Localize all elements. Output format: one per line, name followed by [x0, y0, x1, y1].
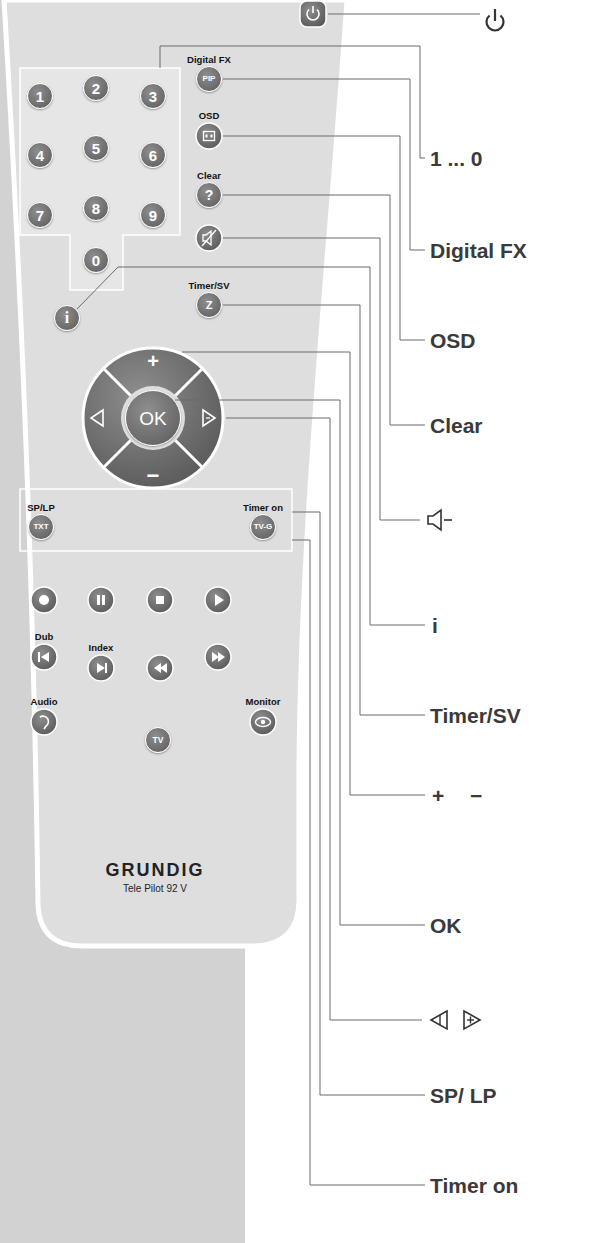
remote-button: TV: [145, 727, 171, 753]
button-heading: Digital FX: [187, 55, 231, 65]
button-label: Z: [206, 300, 213, 311]
remote-body: [4, 0, 347, 946]
button-label: TV-G: [254, 523, 273, 531]
button-heading: OSD: [199, 111, 220, 121]
icon-buttons: [31, 123, 276, 735]
remote-button: Timer onTV-G: [250, 514, 276, 540]
button-label: 2: [92, 81, 100, 96]
remote-button: 9: [140, 202, 166, 228]
button-label: 3: [149, 89, 157, 104]
remote-button: 4: [27, 142, 53, 168]
button-heading: Dub: [35, 632, 53, 642]
button-label: 5: [92, 141, 100, 156]
callout-symbols: [428, 9, 504, 1029]
pad-symbol: +: [147, 351, 159, 371]
callout-label: OSD: [430, 330, 476, 351]
button-heading: SP/LP: [27, 503, 54, 513]
leader-lines: [77, 14, 480, 1185]
remote-button: Audio: [31, 709, 57, 735]
callout-label: +: [432, 785, 444, 806]
brand-name: GRUNDIG: [106, 861, 205, 879]
remote-button: SP/LPTXT: [28, 514, 54, 540]
button-icons: [38, 132, 271, 730]
remote-button: Timer/SVZ: [196, 292, 222, 318]
callout-label: OK: [430, 915, 462, 936]
button-label: 4: [36, 148, 44, 163]
button-label: 1: [36, 89, 44, 104]
callout-label: SP/ LP: [430, 1085, 497, 1106]
button-label: 6: [149, 148, 157, 163]
remote-button: 0: [83, 247, 109, 273]
number-block: [20, 68, 180, 290]
remote-button: OSD: [196, 123, 222, 149]
button-label: OK: [139, 409, 166, 428]
button-heading: Timer/SV: [188, 281, 229, 291]
power-button: [300, 1, 326, 27]
button-label: PIP: [203, 75, 216, 83]
callout-label: Timer on: [430, 1175, 518, 1196]
callout-label: Digital FX: [430, 240, 527, 261]
remote-button: Clear?: [196, 182, 222, 208]
remote-button: 6: [140, 142, 166, 168]
remote-button: 3: [140, 83, 166, 109]
remote-button: 7: [27, 202, 53, 228]
button-label: ?: [205, 188, 214, 202]
model-name: Tele Pilot 92 V: [123, 884, 187, 894]
callout-label: −: [470, 785, 482, 806]
callout-label: 1 ... 0: [430, 148, 483, 169]
remote-button: Index: [88, 655, 114, 681]
ok-button: OK: [125, 390, 181, 446]
button-heading: Monitor: [246, 697, 281, 707]
button-heading: Audio: [31, 697, 58, 707]
remote-button: i: [54, 305, 80, 331]
button-heading: Index: [89, 643, 114, 653]
remote-button: Digital FXPIP: [196, 66, 222, 92]
button-label: TV: [153, 736, 164, 745]
button-group-outline: [20, 489, 292, 551]
button-label: 9: [149, 208, 157, 223]
remote-button: 1: [27, 83, 53, 109]
direction-pad: [83, 348, 223, 488]
remote-button: 8: [83, 195, 109, 221]
button-label: 0: [92, 253, 100, 268]
remote-button: 2: [83, 75, 109, 101]
button-label: TXT: [33, 523, 48, 531]
button-label: 8: [92, 201, 100, 216]
button-label: i: [65, 310, 69, 326]
callout-label: Clear: [430, 415, 483, 436]
remote-button: Dub: [31, 644, 57, 670]
button-label: 7: [36, 208, 44, 223]
callout-label: i: [432, 615, 438, 636]
remote-button: 5: [83, 135, 109, 161]
button-heading: Clear: [197, 171, 221, 181]
button-heading: Timer on: [243, 503, 283, 513]
callout-label: Timer/SV: [430, 705, 521, 726]
pad-symbol: −: [147, 465, 160, 487]
remote-button: Monitor: [250, 709, 276, 735]
